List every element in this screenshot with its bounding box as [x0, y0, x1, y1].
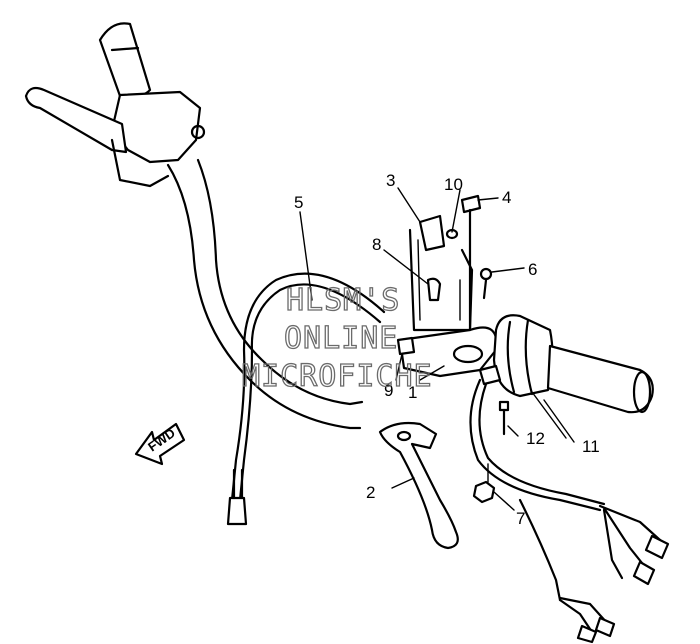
- watermark: HLSM'S ONLINE MICROFICHE: [241, 282, 433, 394]
- callout-9: 9: [384, 381, 393, 400]
- watermark-line-3: MICROFICHE: [242, 359, 433, 394]
- callout-12: 12: [526, 429, 545, 448]
- right-switch-and-grip: [478, 314, 654, 414]
- screw-6: [479, 267, 493, 300]
- callout-6: 6: [528, 260, 537, 279]
- callout-5: 5: [294, 193, 303, 212]
- bolt-4: [460, 194, 482, 332]
- screw-12: [498, 400, 510, 436]
- callout-10: 10: [444, 175, 463, 194]
- callout-7: 7: [516, 509, 525, 528]
- left-grip-assembly: [24, 22, 206, 188]
- clutch-lever: [378, 421, 459, 550]
- callout-numbers: 3 10 4 5 8 6 9 1 12 11 2 7: [294, 171, 600, 528]
- fwd-direction-arrow: FWD: [134, 422, 186, 466]
- callout-2: 2: [366, 483, 375, 502]
- callout-3: 3: [386, 171, 395, 190]
- lever-bracket: [408, 214, 474, 332]
- callout-leaders: [299, 187, 575, 511]
- clutch-cable: [226, 272, 386, 526]
- callout-8: 8: [372, 235, 381, 254]
- switch-wire-harness: [469, 378, 670, 644]
- watermark-line-1: HLSM'S: [286, 283, 400, 318]
- watermark-line-2: ONLINE: [284, 321, 398, 356]
- callout-1: 1: [408, 383, 417, 402]
- handlebar-tube: [166, 158, 364, 430]
- nut-7: [472, 480, 496, 504]
- callout-4: 4: [502, 188, 511, 207]
- lever-holder: [396, 326, 498, 378]
- callout-11: 11: [582, 437, 600, 456]
